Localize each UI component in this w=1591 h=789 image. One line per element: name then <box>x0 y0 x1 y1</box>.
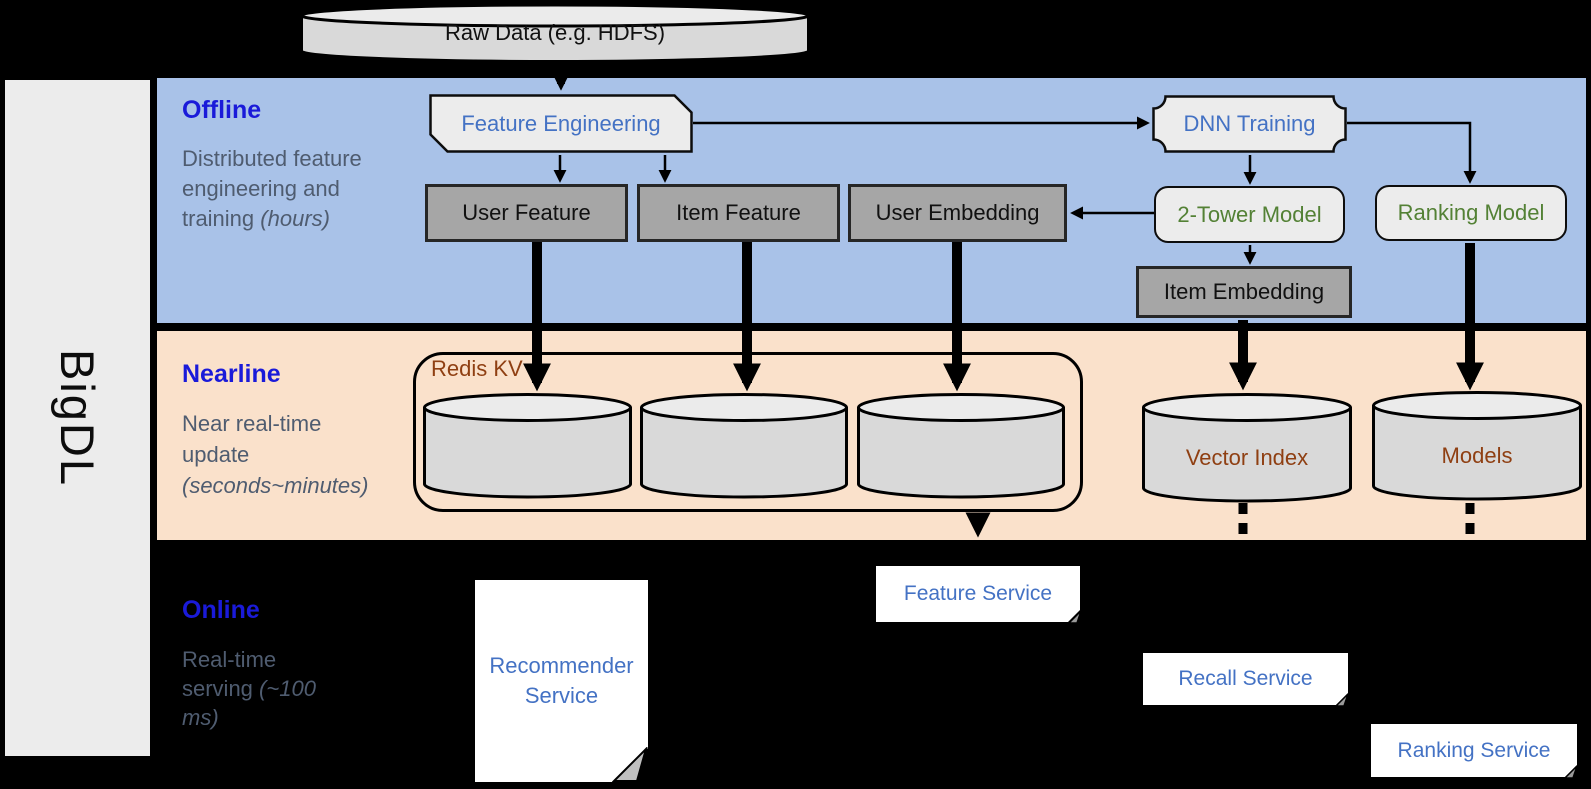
offline-desc-italic: (hours) <box>260 206 330 231</box>
page-fold-icon <box>1335 693 1349 707</box>
kv-store-cylinder-1 <box>423 392 632 504</box>
item-feature-label: Item Feature <box>676 200 801 225</box>
raw-data-cylinder: Raw Data (e.g. HDFS) <box>300 3 810 63</box>
vector-index-cylinder: Vector Index <box>1142 392 1352 508</box>
models-label: Models <box>1441 442 1513 468</box>
online-title: Online <box>182 596 260 624</box>
item-feature-node: Item Feature <box>637 184 840 242</box>
two-tower-model-node: 2-Tower Model <box>1154 186 1345 243</box>
bigdl-label: BigDL <box>51 348 104 487</box>
recommender-service-label: Recommender Service <box>489 653 634 708</box>
nearline-desc-text: Near real-time update <box>182 411 322 467</box>
two-tower-model-label: 2-Tower Model <box>1177 201 1322 227</box>
user-embedding-node: User Embedding <box>848 184 1067 242</box>
ranking-model-node: Ranking Model <box>1375 185 1567 241</box>
models-cylinder: Models <box>1372 390 1582 506</box>
raw-data-label: Raw Data (e.g. HDFS) <box>444 20 666 45</box>
offline-desc-text: Distributed feature engineering and trai… <box>182 146 362 231</box>
plaque-shape-icon <box>1152 95 1347 153</box>
recall-service-doc: Recall Service <box>1143 653 1348 705</box>
snip-corner-shape-icon <box>429 94 693 153</box>
nearline-title: Nearline <box>182 360 281 388</box>
cylinder-shape-icon <box>300 3 810 63</box>
page-fold-icon <box>1068 610 1082 624</box>
item-embedding-label: Item Embedding <box>1163 279 1325 304</box>
ranking-model-label: Ranking Model <box>1397 200 1545 225</box>
bigdl-sidebar: BigDL <box>5 80 150 756</box>
vector-index-label: Vector Index <box>1185 444 1309 470</box>
dnn-training-label: DNN Training <box>1183 111 1316 136</box>
ranking-service-label: Ranking Service <box>1397 738 1551 762</box>
feature-engineering-label: Feature Engineering <box>461 110 661 136</box>
offline-title: Offline <box>182 96 262 124</box>
offline-description: Distributed feature engineering and trai… <box>182 144 372 234</box>
kv-store-cylinder-3 <box>857 392 1065 504</box>
feature-engineering-node: Feature Engineering <box>429 94 693 153</box>
user-embedding-label: User Embedding <box>875 200 1040 225</box>
nearline-section-label: Nearline Near real-time update (seconds~… <box>182 360 387 501</box>
page-fold-icon <box>1564 765 1578 779</box>
online-description: Real-time serving (~100 ms) <box>182 645 347 732</box>
item-embedding-node: Item Embedding <box>1136 266 1352 318</box>
user-feature-node: User Feature <box>425 184 628 242</box>
online-desc-italic: (~100 ms) <box>182 676 316 730</box>
ranking-service-doc: Ranking Service <box>1371 724 1577 777</box>
feature-service-doc: Feature Service <box>876 566 1080 622</box>
online-desc-text: Real-time serving <box>182 647 277 701</box>
online-section-label: Online Real-time serving (~100 ms) <box>182 596 347 732</box>
user-feature-label: User Feature <box>462 200 591 225</box>
nearline-description: Near real-time update (seconds~minutes) <box>182 408 387 501</box>
feature-service-label: Feature Service <box>903 582 1053 605</box>
dnn-training-node: DNN Training <box>1152 95 1347 153</box>
offline-section-label: Offline Distributed feature engineering … <box>182 96 372 234</box>
nearline-desc-italic: (seconds~minutes) <box>182 473 369 498</box>
recall-service-label: Recall Service <box>1178 667 1313 690</box>
redis-kv-label: Redis KV <box>431 356 523 381</box>
kv-store-cylinder-2 <box>640 392 848 504</box>
page-fold-icon <box>612 747 648 782</box>
recommender-service-doc: Recommender Service <box>475 580 648 782</box>
